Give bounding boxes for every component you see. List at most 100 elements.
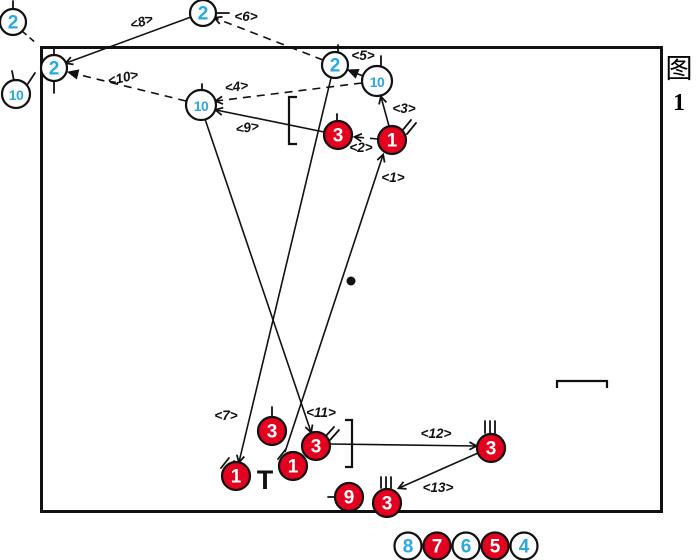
player-3-top: 3 bbox=[322, 113, 354, 151]
player-number: 2 bbox=[49, 59, 60, 80]
facing-tick bbox=[380, 476, 392, 489]
step-line-2 bbox=[352, 132, 379, 143]
zone-bracket-left bbox=[287, 95, 297, 146]
legend-item-6: 6 bbox=[451, 531, 481, 560]
player-10-top-right: 10 bbox=[360, 55, 394, 98]
player-circle bbox=[0, 78, 32, 110]
static-marks: T bbox=[257, 95, 609, 495]
player-number: 1 bbox=[288, 457, 299, 478]
player-3-bottom-mid: 3 bbox=[300, 426, 340, 462]
player-circle bbox=[220, 460, 252, 492]
step-label-13: <13> bbox=[423, 480, 454, 495]
player-3-baseline: 3 bbox=[371, 476, 403, 519]
step-line-4 bbox=[213, 82, 363, 105]
figure-caption: 图 1 bbox=[666, 54, 693, 116]
facing-tick bbox=[401, 119, 417, 135]
zone-bracket-right bbox=[345, 418, 354, 469]
step-label-1: <1> bbox=[381, 170, 404, 185]
step-label-4: <4> bbox=[224, 78, 249, 96]
player-number: 1 bbox=[387, 131, 398, 152]
player-2-top-right: 2 bbox=[320, 44, 350, 80]
player-circle bbox=[333, 481, 365, 513]
legend-number: 8 bbox=[403, 537, 414, 558]
player-circle bbox=[475, 432, 507, 464]
player-circle bbox=[256, 415, 288, 447]
step-line-8 bbox=[63, 16, 192, 66]
step-label-7: <7> bbox=[214, 408, 237, 423]
step-label-5: <5> bbox=[351, 48, 374, 63]
step-line-7 bbox=[235, 77, 332, 465]
player-circle bbox=[184, 88, 218, 122]
player-circle bbox=[188, 0, 218, 28]
player-3-bottom-left: 3 bbox=[256, 406, 288, 447]
player-circle bbox=[300, 430, 332, 462]
step-label-6: <6> bbox=[234, 9, 257, 24]
player-number: 9 bbox=[344, 488, 355, 509]
step-line-9 bbox=[213, 106, 325, 133]
step-label-11: <11> bbox=[306, 405, 336, 420]
step-lines bbox=[21, 15, 479, 490]
step-label-8: <8> bbox=[128, 11, 155, 33]
player-number: 3 bbox=[382, 494, 393, 515]
player-circle bbox=[320, 50, 350, 80]
bench-mark bbox=[555, 379, 609, 388]
legend-item-8: 8 bbox=[393, 531, 423, 560]
player-number: 10 bbox=[370, 74, 385, 90]
legend-item-4: 4 bbox=[509, 531, 539, 560]
player-1-bottom-mid: 1 bbox=[277, 448, 309, 482]
step-line-13 bbox=[396, 452, 479, 490]
step-line-6 bbox=[212, 15, 324, 61]
step-label-10: <10> bbox=[106, 67, 139, 89]
legend-item-7: 7 bbox=[422, 531, 452, 560]
player-10-mid: 10 bbox=[184, 83, 218, 122]
step-line-10 bbox=[66, 69, 187, 102]
step-label-9: <9> bbox=[234, 118, 260, 137]
player-circle bbox=[39, 53, 69, 83]
player-3-right: 3 bbox=[475, 420, 507, 464]
corner-connector-dash bbox=[21, 30, 38, 45]
player-number: 1 bbox=[231, 467, 242, 488]
player-10-outside-left: 10 bbox=[0, 70, 36, 110]
facing-tick bbox=[484, 420, 496, 434]
player-number: 2 bbox=[198, 4, 209, 25]
step-labels: <1> <2> <3> <4> <5> <6> <7> <8> <9> <10>… bbox=[106, 9, 453, 495]
player-circle bbox=[371, 487, 403, 519]
rotation-legend: 8 7 6 5 4 bbox=[393, 531, 539, 560]
player-circle bbox=[360, 64, 394, 98]
step-line-12 bbox=[329, 441, 479, 451]
ball-dot bbox=[346, 276, 356, 286]
legend-number: 6 bbox=[461, 537, 472, 558]
player-1-bottom-left: 1 bbox=[220, 457, 252, 492]
player-number: 2 bbox=[8, 13, 19, 34]
player-number: 3 bbox=[333, 126, 344, 147]
step-line-5 bbox=[346, 69, 364, 79]
step-line-3 bbox=[378, 94, 390, 127]
legend-number: 5 bbox=[490, 537, 501, 558]
legend-item-5: 5 bbox=[480, 531, 510, 560]
step-label-12: <12> bbox=[421, 426, 452, 441]
player-number: 3 bbox=[311, 437, 322, 458]
player-1-top: 1 bbox=[376, 119, 417, 156]
player-number: 10 bbox=[9, 87, 24, 103]
figure-caption-number: 1 bbox=[673, 90, 685, 116]
player-circles: 2 10 2 2 2 10 10 bbox=[0, 0, 507, 519]
player-2-outside-topleft: 2 bbox=[0, 0, 28, 37]
player-number: 3 bbox=[267, 422, 278, 443]
player-number: 2 bbox=[330, 56, 341, 77]
figure-caption-char: 图 bbox=[666, 54, 693, 84]
step-line-11 bbox=[204, 118, 314, 435]
player-circle bbox=[376, 124, 408, 156]
player-2-top-center: 2 bbox=[188, 0, 230, 28]
step-label-3: <3> bbox=[392, 101, 415, 116]
legend-number: 4 bbox=[519, 537, 530, 558]
player-circle bbox=[277, 450, 309, 482]
player-number: 3 bbox=[486, 439, 497, 460]
player-2-corner: 2 bbox=[39, 47, 69, 94]
player-circle bbox=[322, 119, 354, 151]
legend-number: 7 bbox=[432, 537, 443, 558]
step-label-2: <2> bbox=[349, 140, 372, 155]
t-marker: T bbox=[257, 465, 274, 495]
player-9-bottom: 9 bbox=[327, 481, 365, 513]
